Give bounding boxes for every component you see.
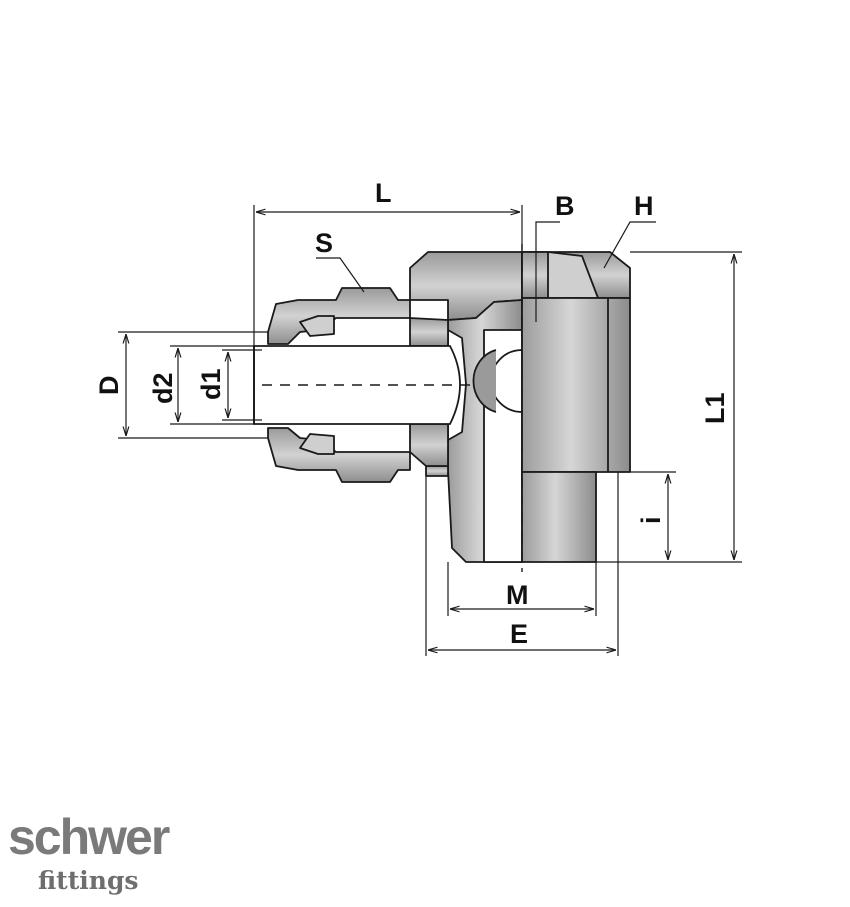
- dim-label-D: D: [94, 376, 124, 396]
- threaded-stem: [521, 471, 597, 563]
- dim-label-B: B: [555, 191, 575, 221]
- dim-label-d1: d1: [196, 368, 226, 400]
- dim-label-L1: L1: [700, 392, 730, 424]
- dim-label-L: L: [375, 178, 392, 208]
- dim-label-i: i: [636, 516, 666, 524]
- dim-label-H: H: [634, 191, 654, 221]
- dimension-lines: [118, 205, 742, 656]
- dim-label-E: E: [510, 619, 528, 649]
- brand-tagline: fittings: [38, 866, 139, 895]
- dim-label-S: S: [315, 228, 333, 258]
- hex-nut: [521, 251, 631, 473]
- centerlines: [262, 244, 523, 572]
- compression-nut: [267, 287, 449, 483]
- brand-logo: schwer: [8, 809, 170, 865]
- dim-label-M: M: [506, 580, 529, 610]
- dim-label-d2: d2: [148, 372, 178, 404]
